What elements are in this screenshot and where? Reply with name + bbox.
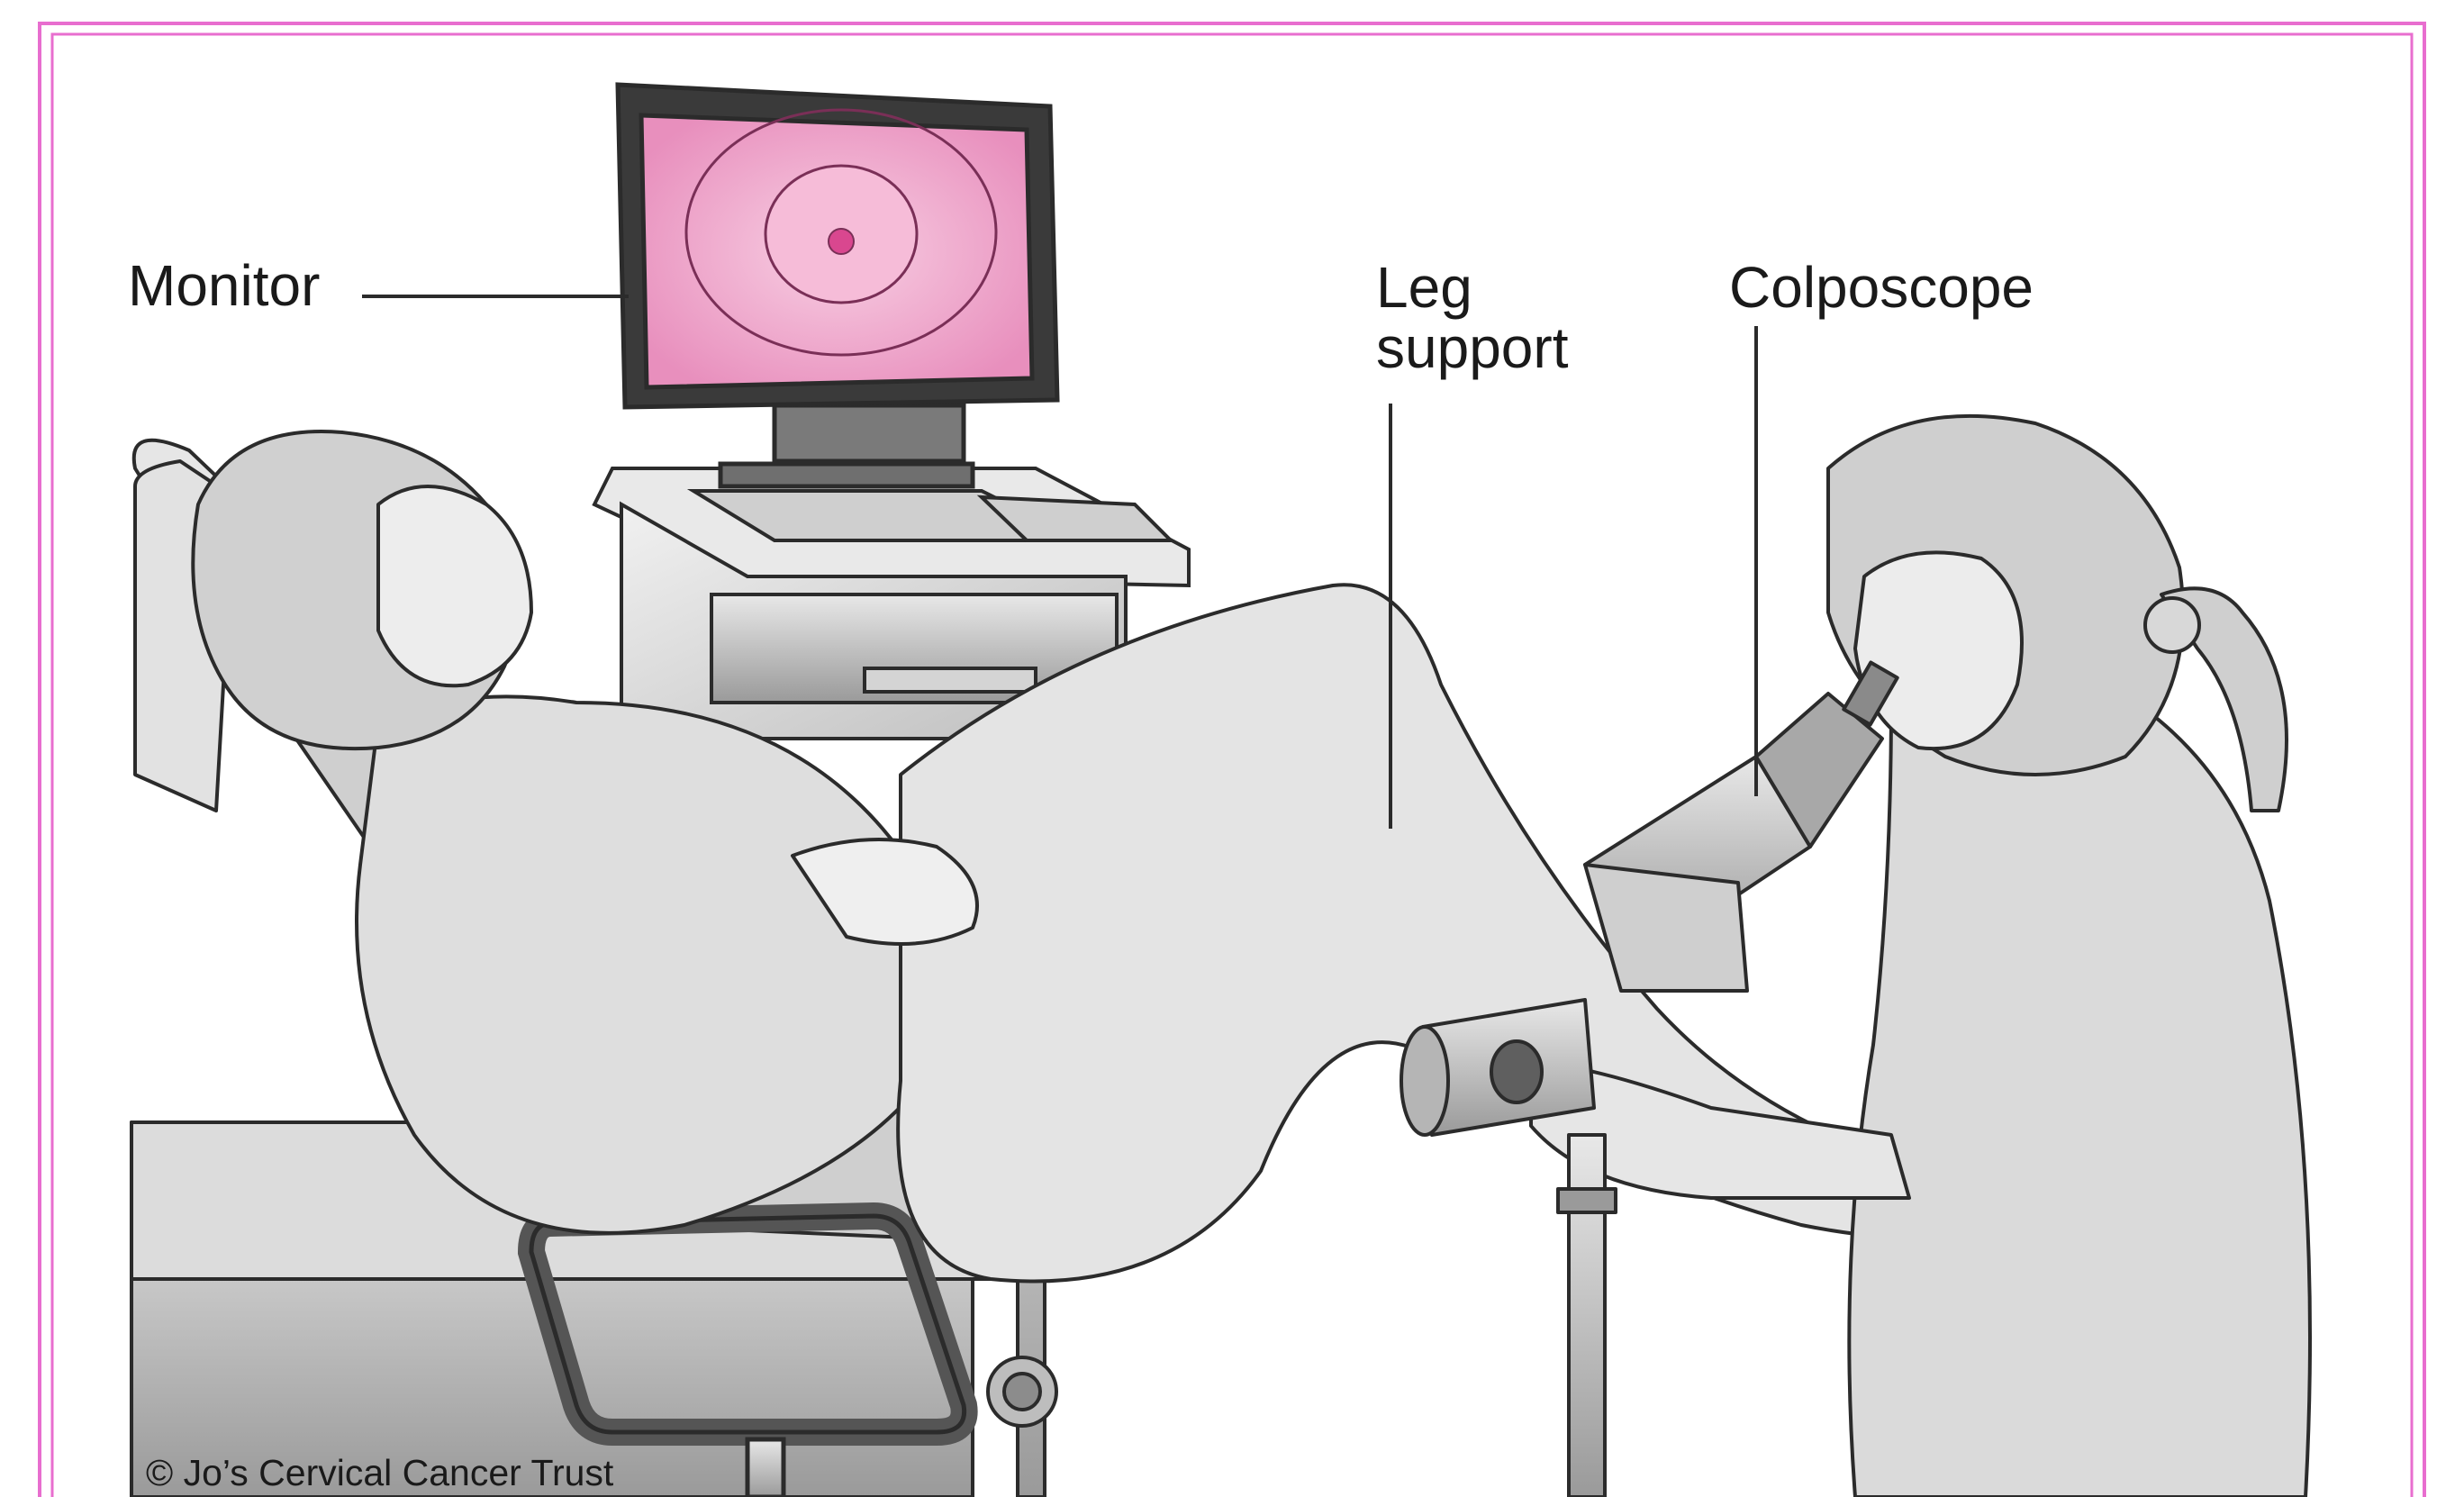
monitor-label: Monitor [128, 256, 320, 316]
monitor [618, 85, 1057, 486]
copyright-notice: © Jo’s Cervical Cancer Trust [146, 1452, 613, 1494]
leg-support-label-line1: Leg [1376, 258, 1568, 318]
leg-support-label-line2: support [1376, 318, 1568, 378]
leg-support-label: Leg support [1376, 258, 1568, 378]
colposcope-label: Colposcope [1729, 258, 2034, 318]
